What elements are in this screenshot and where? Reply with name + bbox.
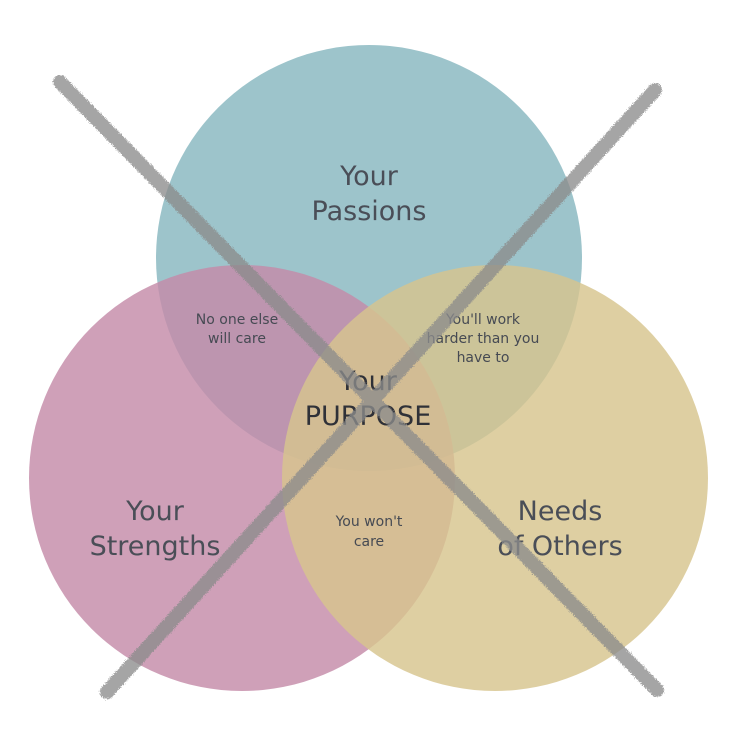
overlap-strengths-needs-label-line2: care	[354, 534, 384, 550]
overlap-passions-strengths-label-line2: will care	[208, 331, 266, 347]
cross-out-line-1	[53, 75, 664, 697]
overlap-passions-needs-label-line2: harder than you	[427, 331, 540, 347]
circle-needs	[282, 265, 708, 691]
cross-out-line-2	[100, 83, 662, 699]
overlap-passions-needs-label: You'll work	[445, 312, 521, 328]
needs-label: Needs	[518, 496, 603, 527]
overlap-strengths-needs-label: You won't	[335, 514, 403, 530]
overlap-passions-needs-label-line3: have to	[457, 350, 510, 366]
strengths-label-line2: Strengths	[90, 531, 221, 562]
cross-out-x-icon	[53, 75, 664, 699]
strengths-label: Your	[125, 496, 185, 527]
overlap-passions-strengths-label: No one else	[196, 312, 278, 328]
passions-label: Your	[339, 161, 399, 192]
passions-label-line2: Passions	[312, 196, 427, 227]
